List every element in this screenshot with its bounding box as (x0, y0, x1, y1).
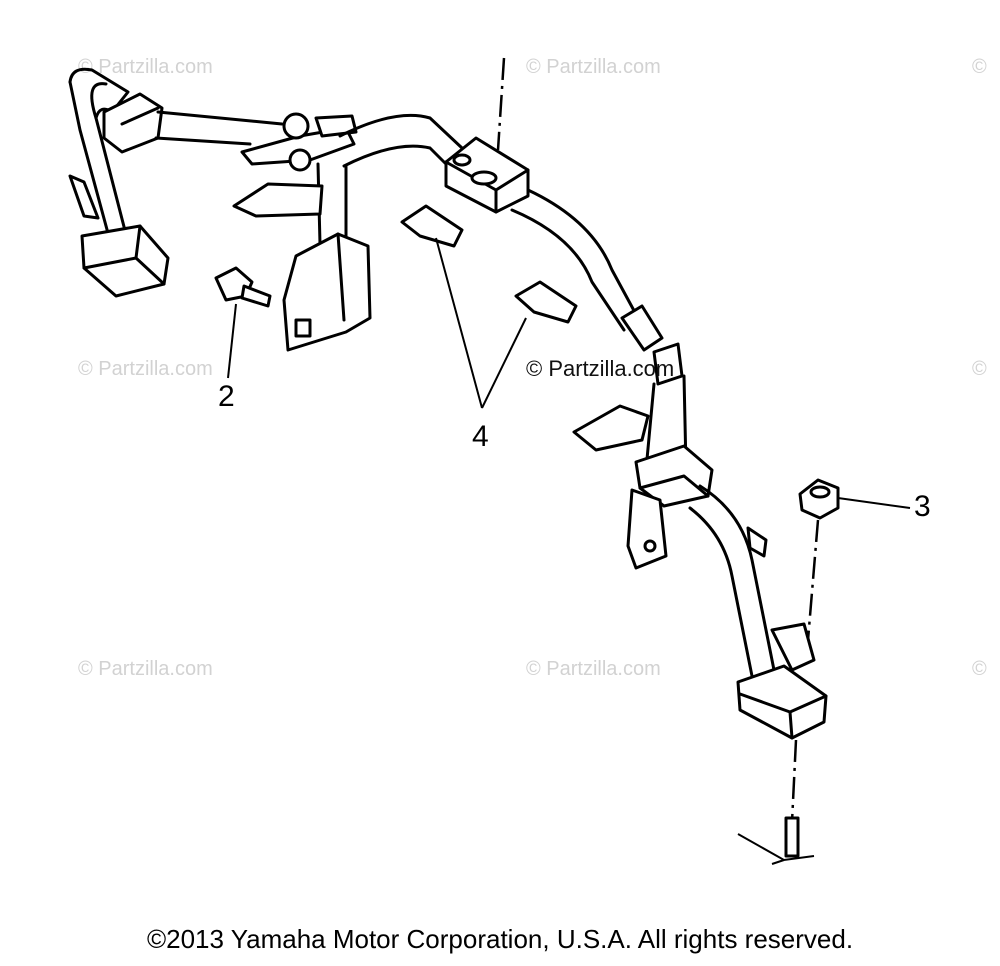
right-side-tab (572, 404, 650, 452)
watermark: © Partzilla.com (78, 56, 213, 78)
leader-line-4 (481, 317, 527, 409)
leader-line-3 (837, 497, 911, 509)
center-mount-fold (336, 232, 346, 322)
left-tube-inner (68, 80, 114, 250)
lower-tube-inner (688, 506, 754, 678)
lower-clamp-edge (638, 474, 710, 498)
watermark-center: © Partzilla.com (526, 356, 675, 381)
left-foot-edge (134, 224, 142, 260)
watermark-edge: © (972, 56, 987, 78)
tube-clamp-hole (452, 153, 472, 167)
watermark: © Partzilla.com (78, 358, 213, 380)
nut-hole (809, 485, 831, 499)
lower-mount-plate (626, 488, 668, 570)
pad-lower (514, 280, 578, 324)
left-side-tab (68, 174, 100, 220)
floor-stud (784, 816, 800, 858)
lower-tube-outer (698, 484, 776, 672)
tube-clamp-hole (470, 170, 498, 186)
right-foot-bracket (736, 664, 828, 740)
stud-axis-line (790, 739, 798, 823)
upper-tube-top (156, 110, 284, 126)
left-tube-bend (90, 82, 108, 120)
right-foot-edge (788, 710, 794, 740)
watermark-edge: © (972, 658, 987, 680)
right-tube-outer (526, 188, 640, 320)
main-tube-top (338, 113, 464, 150)
nut-axis-line (806, 519, 820, 641)
watermark: © Partzilla.com (78, 658, 213, 680)
callout-part-2: 2 (218, 380, 235, 413)
watermark-edge: © (972, 358, 987, 380)
right-collar-upper (652, 342, 684, 386)
center-clamp-block (314, 114, 358, 138)
watermark: © Partzilla.com (526, 658, 661, 680)
upper-tube-bottom (154, 136, 252, 146)
pad-upper (400, 204, 464, 248)
foot-side-tab (770, 622, 816, 672)
bolt-shank (240, 284, 272, 308)
right-tube-left (644, 382, 656, 472)
leader-line-4 (435, 237, 483, 409)
right-tube-inner (510, 208, 626, 332)
center-clamp-pivot (288, 148, 312, 172)
watermark: © Partzilla.com (526, 56, 661, 78)
center-clamp-pivot (282, 112, 310, 140)
lower-tube-tab (746, 526, 768, 558)
left-cross-bracket (102, 92, 164, 154)
main-tube-bottom (342, 144, 454, 172)
center-upper-tab (232, 182, 324, 218)
floor-line (771, 859, 785, 865)
right-collar (620, 304, 664, 352)
center-axis-line (496, 57, 506, 151)
mount-hole (643, 539, 657, 553)
floor-line (737, 833, 815, 862)
callout-part-3: 3 (914, 490, 931, 523)
center-mount-slot (294, 318, 312, 338)
callout-part-4: 4 (472, 420, 489, 453)
left-tube-outer (68, 67, 132, 252)
left-cross-bracket-edge (120, 106, 160, 126)
copyright-notice: ©2013 Yamaha Motor Corporation, U.S.A. A… (146, 924, 854, 954)
leader-line-2 (227, 303, 237, 379)
